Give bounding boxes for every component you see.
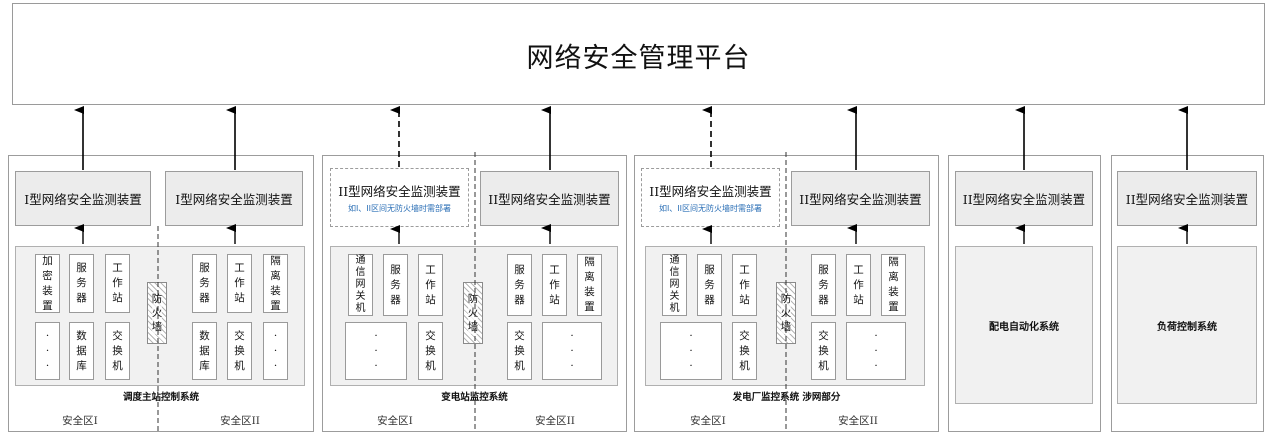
workstation: 工 作 站 <box>846 254 871 316</box>
server: 服 务 器 <box>811 254 836 316</box>
deployment-note: 如I、II区间无防火墙时需部署 <box>347 204 452 213</box>
database: 数 据 库 <box>69 322 94 380</box>
encryption-device: 加 密 装 置 <box>35 254 60 313</box>
database: 数 据 库 <box>192 322 217 380</box>
monitor-device-zone2: II型网络安全监测装置 <box>791 171 930 226</box>
monitor-device-zone1: I型网络安全监测装置 <box>15 171 151 226</box>
workstation: 工 作 站 <box>418 254 443 316</box>
system-name: 发电厂监控系统 涉网部分 <box>732 392 841 403</box>
monitor-label: II型网络安全监测装置 <box>488 192 611 207</box>
monitor-device: II型网络安全监测装置 <box>955 171 1093 226</box>
server: 服 务 器 <box>383 254 408 316</box>
monitor-device-zone2: II型网络安全监测装置 <box>480 171 619 226</box>
monitor-label: II型网络安全监测装置 <box>962 192 1086 207</box>
system-name: 调度主站控制系统 <box>122 392 199 403</box>
system-name: 配电自动化系统 <box>989 321 1059 333</box>
firewall-label: 防 火 墙 <box>467 292 479 334</box>
switch: 交 换 机 <box>105 322 130 380</box>
workstation: 工 作 站 <box>105 254 130 313</box>
server: 服 务 器 <box>507 254 532 316</box>
zone-label-right: 安全区II <box>220 415 260 427</box>
workstation: 工 作 站 <box>542 254 567 316</box>
monitor-label: II型网络安全监测装置 <box>1125 192 1249 207</box>
ellipsis-device: · · · <box>345 322 407 380</box>
switch: 交 换 机 <box>732 322 757 380</box>
monitor-label: II型网络安全监测装置 <box>799 192 922 207</box>
monitor-label: II型网络安全监测装置 <box>649 184 772 199</box>
monitor-label: I型网络安全监测装置 <box>175 192 293 207</box>
zone-label-right: 安全区II <box>535 415 575 427</box>
ellipsis-device: · · · <box>846 322 906 380</box>
isolation-device: 隔 离 装 置 <box>881 254 906 316</box>
platform-title: 网络安全管理平台 <box>526 43 751 74</box>
server: 服 务 器 <box>69 254 94 313</box>
ellipsis-device: · · · <box>35 322 60 380</box>
server: 服 务 器 <box>697 254 722 316</box>
ellipsis-device: · · · <box>660 322 722 380</box>
firewall: 防 火 墙 <box>463 282 483 344</box>
communication-gateway: 通 信 网 关 机 <box>662 254 687 316</box>
workstation: 工 作 站 <box>732 254 757 316</box>
switch: 交 换 机 <box>811 322 836 380</box>
distribution-automation-system: 配电自动化系统 <box>955 246 1093 404</box>
isolation-device: 隔 离 装 置 <box>263 254 288 313</box>
load-control-system: 负荷控制系统 <box>1117 246 1257 404</box>
zone-label-left: 安全区I <box>62 415 98 427</box>
zone-label-right: 安全区II <box>838 415 878 427</box>
switch: 交 换 机 <box>418 322 443 380</box>
monitor-device-zone1-optional: II型网络安全监测装置 如I、II区间无防火墙时需部署 <box>641 168 780 227</box>
monitor-label: I型网络安全监测装置 <box>24 192 142 207</box>
isolation-device: 隔 离 装 置 <box>577 254 602 316</box>
deployment-note: 如I、II区间无防火墙时需部署 <box>658 204 763 213</box>
workstation: 工 作 站 <box>227 254 252 313</box>
ellipsis-device: · · · <box>263 322 288 380</box>
system-name: 负荷控制系统 <box>1157 321 1217 333</box>
firewall-label: 防 火 墙 <box>151 292 163 334</box>
switch: 交 换 机 <box>507 322 532 380</box>
firewall: 防 火 墙 <box>147 282 167 344</box>
ellipsis-device: · · · <box>542 322 602 380</box>
switch: 交 换 机 <box>227 322 252 380</box>
system-name: 变电站监控系统 <box>441 392 508 403</box>
communication-gateway: 通 信 网 关 机 <box>348 254 373 316</box>
server: 服 务 器 <box>192 254 217 313</box>
monitor-device: II型网络安全监测装置 <box>1117 171 1257 226</box>
monitor-label: II型网络安全监测装置 <box>338 184 461 199</box>
zone-label-left: 安全区I <box>690 415 726 427</box>
security-management-platform: 网络安全管理平台 <box>12 3 1265 105</box>
zone-label-left: 安全区I <box>377 415 413 427</box>
